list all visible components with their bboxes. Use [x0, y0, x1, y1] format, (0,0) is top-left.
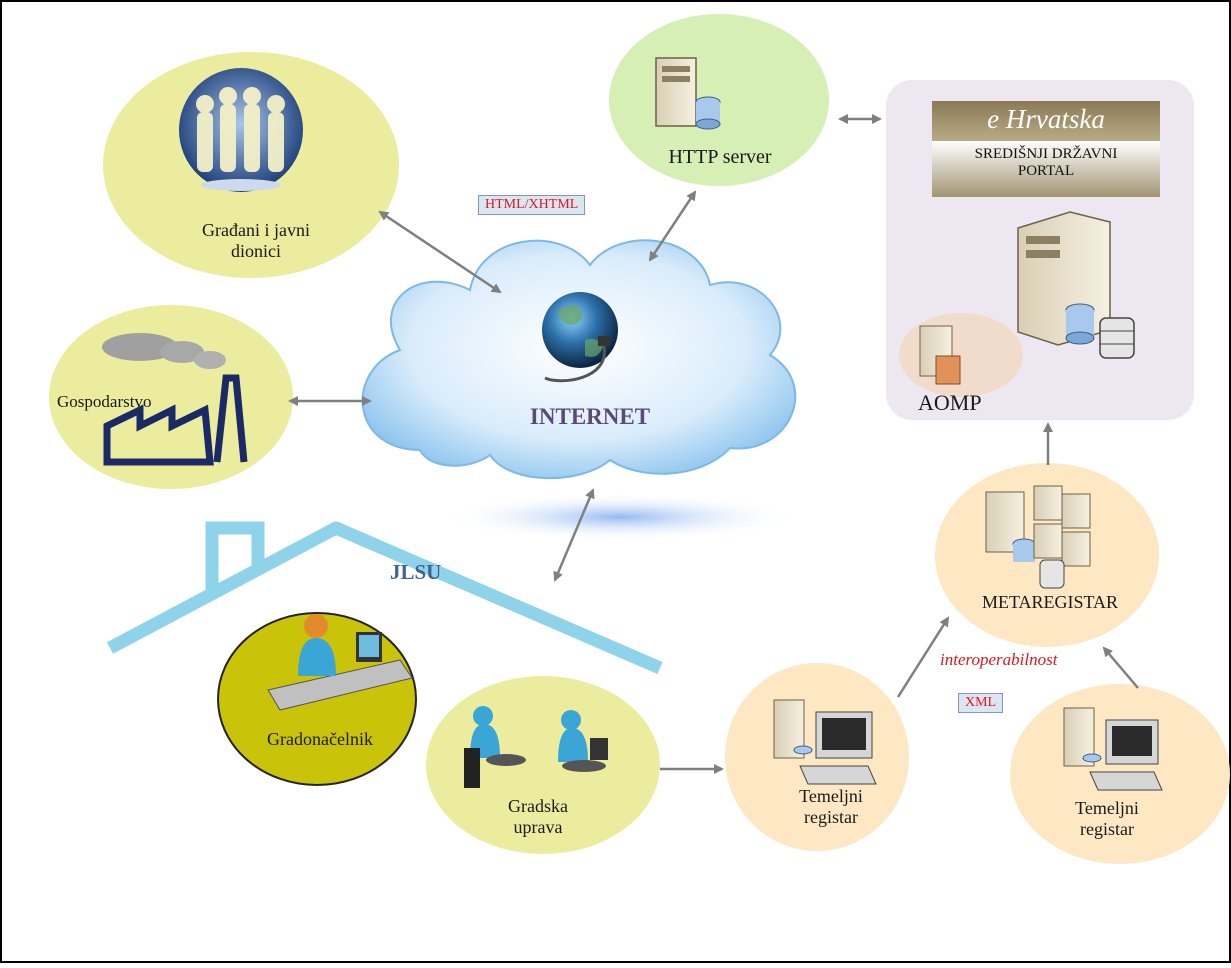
- house-icon: [106, 521, 663, 674]
- internet-label: INTERNET: [529, 404, 651, 429]
- people-globe-icon: [179, 68, 303, 192]
- globe-icon: [542, 292, 618, 383]
- mayor-desk-icon: [267, 614, 413, 711]
- aomp-label: AOMP: [918, 390, 982, 415]
- registry1-label: Temeljni registar: [799, 786, 863, 827]
- arrow-jlsu-internet: [553, 488, 595, 582]
- aomp-ellipse: [899, 313, 1023, 397]
- portal-server-icon: [1017, 211, 1135, 359]
- registry1-computer-icon: [773, 699, 877, 785]
- metaregistry-server-icon: [985, 485, 1091, 589]
- http-server-icon: [655, 57, 721, 130]
- portal-title: e Hrvatska: [987, 104, 1105, 134]
- arrow-internet-http: [648, 190, 697, 262]
- metaregistry-label: METAREGISTAR: [981, 592, 1119, 612]
- portal-subtitle: SREDIŠNJI DRŽAVNI PORTAL: [974, 146, 1118, 180]
- registry2-computer-icon: [1063, 707, 1163, 791]
- portal-banner-top: [932, 101, 1160, 141]
- interop-label: interoperabilnost: [940, 650, 1058, 669]
- portal-banner-bottom: [932, 141, 1160, 197]
- jlsu-label: JLSU: [390, 560, 442, 584]
- cloud-shadow: [440, 493, 800, 541]
- aomp-server-icon: [919, 325, 961, 385]
- factory-icon: [102, 333, 248, 466]
- economy-label: Gospodarstvo: [57, 392, 152, 411]
- registry2-label: Temeljni registar: [1075, 798, 1139, 839]
- admin-workers-icon: [464, 706, 608, 788]
- http-label: HTTP server: [668, 146, 772, 168]
- arrow-registry2-meta: [1102, 646, 1139, 689]
- xml-tag: XML: [958, 693, 1004, 713]
- arrow-registry1-meta: [896, 616, 950, 698]
- admin-label: Gradska uprava: [508, 796, 568, 837]
- mayor-label: Gradonačelnik: [267, 729, 373, 749]
- arrow-citizens-internet: [378, 210, 502, 294]
- html-xhtml-tag: HTML/XHTML: [478, 195, 586, 215]
- citizens-label: Građani i javni dionici: [202, 220, 310, 261]
